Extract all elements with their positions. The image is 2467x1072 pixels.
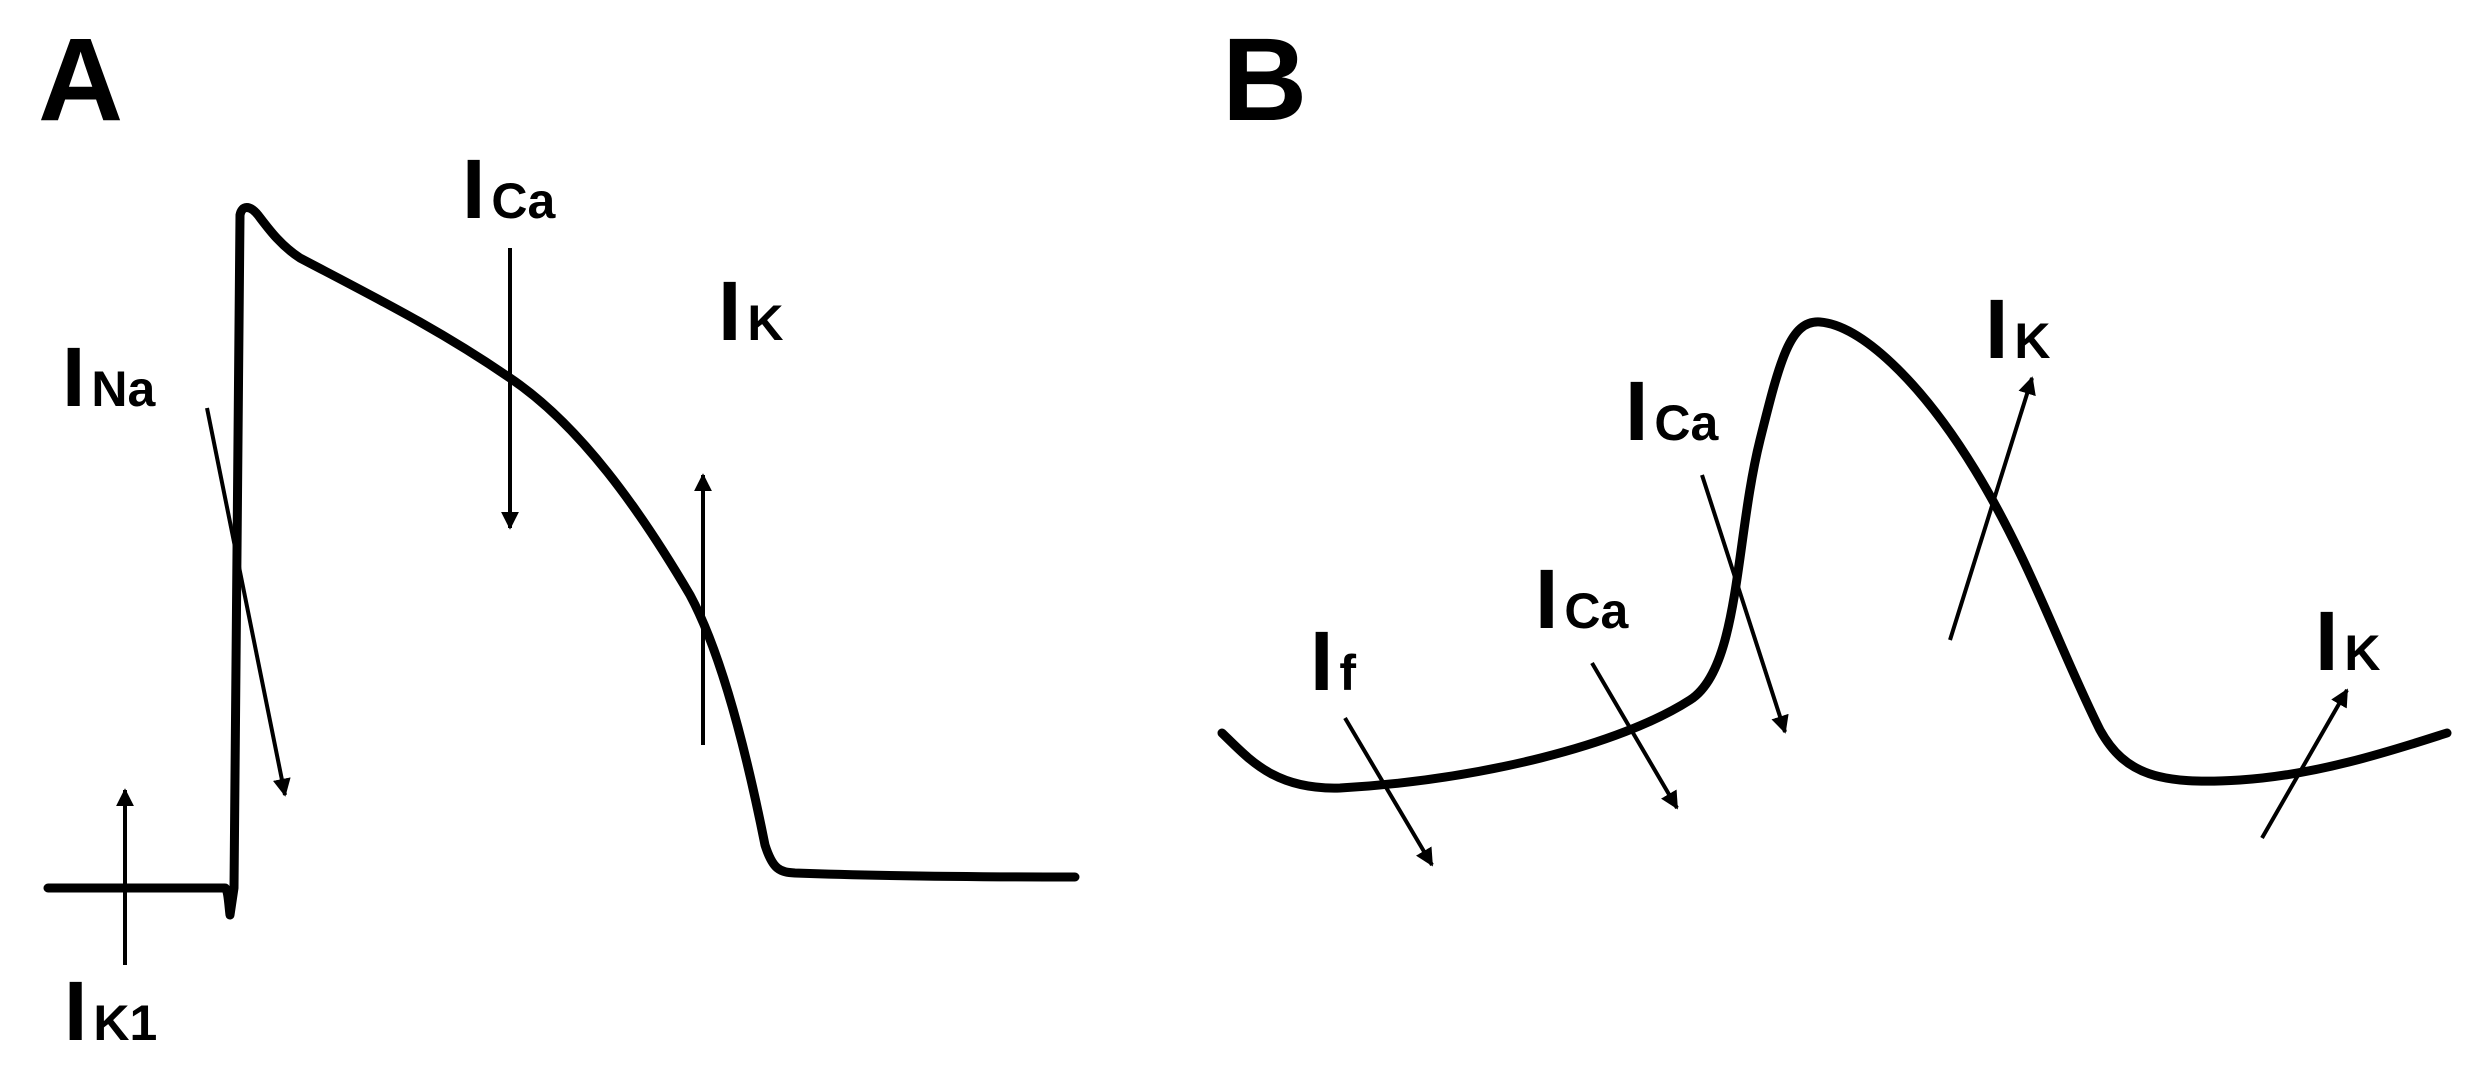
svg-text:ICa: ICa: [1535, 552, 1629, 646]
ik-repol-main: I: [1985, 282, 2008, 376]
svg-text:ICa: ICa: [1625, 364, 1719, 458]
svg-text:IK: IK: [2315, 594, 2380, 688]
svg-text:IK: IK: [718, 264, 783, 358]
ik-late-sub: K: [2344, 625, 2380, 681]
ica-upstroke-sub: Ca: [1654, 395, 1719, 451]
panel-a-action-potential-trace: [43, 203, 1080, 920]
ina-main: I: [62, 330, 85, 424]
if-main: I: [1310, 614, 1333, 708]
svg-text:IK: IK: [1985, 282, 2050, 376]
svg-text:ICa: ICa: [462, 142, 556, 236]
panel-a-letter: A: [38, 14, 123, 146]
panel-b-letter: B: [1222, 14, 1307, 146]
ina-sub: Na: [91, 361, 156, 417]
panel-b-action-potential-trace: [1217, 317, 2452, 793]
arrow-ik-late: [2260, 688, 2349, 839]
ica-upstroke-main: I: [1625, 364, 1648, 458]
arrow-if: [1343, 716, 1434, 867]
ik-repol-sub: K: [2014, 313, 2050, 369]
ik1-main: I: [64, 964, 87, 1058]
ica-diastolic-main: I: [1535, 552, 1558, 646]
arrow-ica-diastolic: [1590, 661, 1679, 810]
ik-sub: K: [747, 295, 783, 351]
ica-main: I: [462, 142, 485, 236]
ik-main: I: [718, 264, 741, 358]
ik1-sub: K1: [93, 995, 157, 1051]
arrow-ica-upstroke: [1700, 474, 1789, 734]
svg-text:INa: INa: [62, 330, 156, 424]
svg-text:If: If: [1310, 614, 1356, 708]
ica-sub: Ca: [491, 173, 556, 229]
arrow-ik-repol: [1948, 376, 2036, 641]
ica-diastolic-sub: Ca: [1564, 583, 1629, 639]
ik-late-main: I: [2315, 594, 2338, 688]
svg-text:IK1: IK1: [64, 964, 157, 1058]
if-sub: f: [1339, 645, 1356, 701]
arrow-ina: [205, 407, 291, 797]
